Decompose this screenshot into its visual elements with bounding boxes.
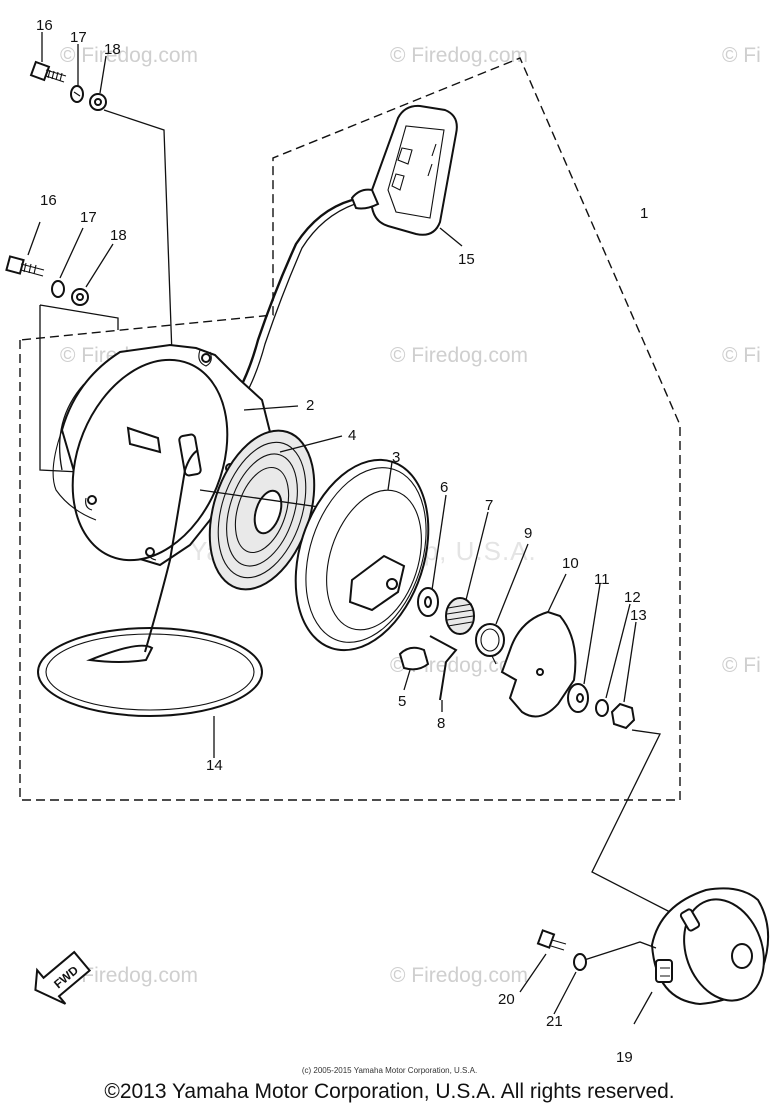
callout-2: 2	[306, 397, 314, 414]
washer-18-top	[89, 93, 107, 111]
callout-15: 15	[458, 251, 475, 268]
washer-6	[417, 587, 439, 617]
callout-17: 17	[70, 29, 87, 46]
rope-pulley-3	[294, 458, 430, 652]
callout-8: 8	[437, 715, 445, 732]
callout-13: 13	[630, 607, 647, 624]
watermark: © Firedog.com	[60, 964, 198, 987]
spring-9	[475, 623, 505, 665]
watermark: © Firedog.com	[60, 44, 198, 67]
watermark: © Fi	[722, 344, 761, 367]
callout-6: 6	[440, 479, 448, 496]
callout-7: 7	[485, 497, 493, 514]
plate-10	[500, 610, 577, 718]
assembly-boundary	[19, 57, 681, 801]
watermark: © Firedog.com	[390, 44, 528, 67]
callout-5: 5	[398, 693, 406, 710]
watermark: © Firedog.com	[390, 964, 528, 987]
washer-21	[573, 953, 587, 971]
bolt-16-top	[29, 60, 67, 83]
copyright-notice: ©2013 Yamaha Motor Corporation, U.S.A. A…	[104, 1080, 675, 1103]
washer-17-mid	[51, 280, 65, 298]
bolt-20	[536, 929, 567, 951]
callout-10: 10	[562, 555, 579, 572]
washer-18-mid	[71, 288, 89, 306]
fwd-arrow-icon: FWD	[34, 950, 92, 1005]
recoil-spring-4	[208, 429, 316, 591]
callout-12: 12	[624, 589, 641, 606]
callout-14: 14	[206, 757, 223, 774]
watermark: © Fi	[722, 44, 761, 67]
callout-9: 9	[524, 525, 532, 542]
starter-cup-19	[650, 887, 770, 1006]
callout-16: 16	[36, 17, 53, 34]
callout-11: 11	[594, 571, 610, 588]
callout-21: 21	[546, 1013, 563, 1030]
callout-19: 19	[616, 1049, 633, 1066]
callout-18: 18	[110, 227, 127, 244]
pawl-5	[398, 646, 430, 671]
washer-17-top	[70, 85, 84, 103]
callout-17: 17	[80, 209, 97, 226]
spring-7	[445, 597, 475, 635]
callout-1: 1	[640, 205, 648, 222]
rope-14	[37, 627, 263, 717]
watermark: © Firedog.com	[390, 344, 528, 367]
watermark: © Fi	[722, 654, 761, 677]
washer-11	[567, 683, 589, 713]
callout-20: 20	[498, 991, 515, 1008]
starter-case-2	[52, 343, 274, 567]
spring-clip-8	[429, 635, 458, 701]
starter-handle-15	[350, 104, 458, 236]
small-copyright: (c) 2005-2015 Yamaha Motor Corporation, …	[301, 1066, 478, 1075]
callout-16: 16	[40, 192, 57, 209]
callout-3: 3	[392, 449, 400, 466]
callout-4: 4	[348, 427, 356, 444]
washer-12	[595, 699, 609, 717]
bolt-16-mid	[5, 255, 45, 277]
nut-13	[610, 702, 636, 730]
callout-18: 18	[104, 41, 121, 58]
